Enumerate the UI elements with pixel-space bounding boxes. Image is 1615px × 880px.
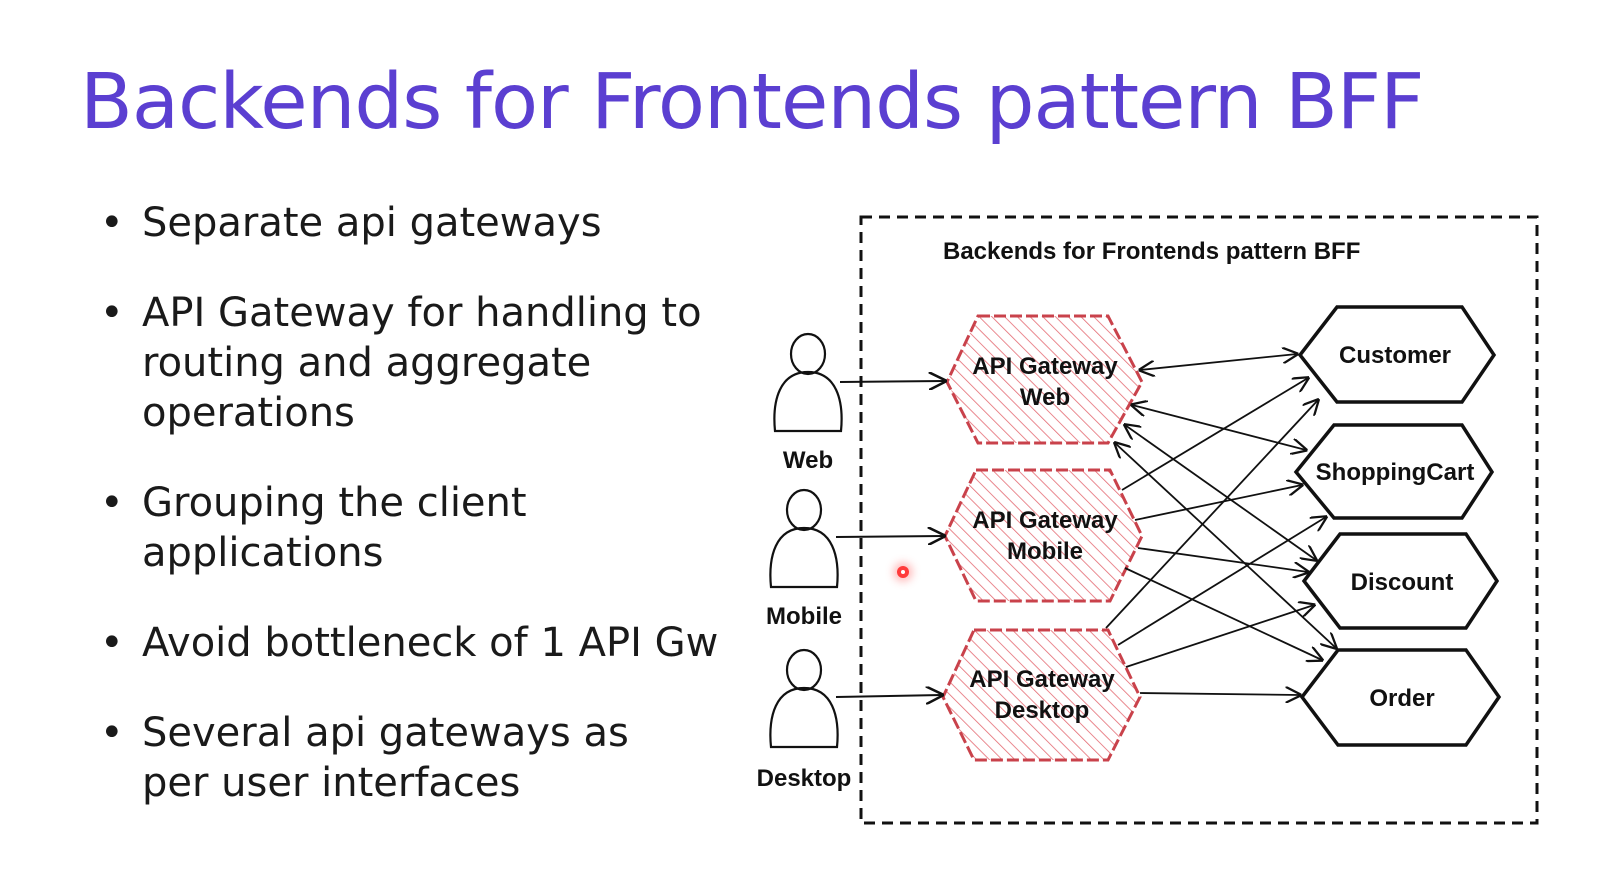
diagram-title: Backends for Frontends pattern BFF <box>943 238 1360 265</box>
user-icon-web <box>773 332 843 433</box>
svg-text:API Gateway: API Gateway <box>969 666 1115 693</box>
bullet-item: Several api gateways as per user interfa… <box>100 708 702 808</box>
client-label-mobile: Mobile <box>766 603 842 630</box>
bullet-item: Grouping the client applications <box>100 478 780 578</box>
svg-text:Web: Web <box>1020 384 1070 411</box>
gateway-desktop: API Gateway Desktop <box>941 628 1142 762</box>
client-label-desktop: Desktop <box>757 765 852 792</box>
service-order: Order <box>1299 648 1502 747</box>
svg-text:Discount: Discount <box>1351 569 1454 596</box>
service-discount: Discount <box>1301 532 1500 630</box>
gateway-service-arrows <box>1105 354 1336 695</box>
user-icon-mobile <box>769 488 839 589</box>
bullet-item: Separate api gateways <box>100 198 780 248</box>
user-icon-desktop <box>769 648 839 749</box>
gateway-mobile: API Gateway Mobile <box>943 468 1144 603</box>
bullet-list: Separate api gateways API Gateway for ha… <box>100 198 780 808</box>
gateway-web: API Gateway Web <box>945 314 1144 445</box>
service-shoppingcart: ShoppingCart <box>1293 423 1495 520</box>
svg-text:Mobile: Mobile <box>1007 538 1083 565</box>
svg-text:Order: Order <box>1369 685 1434 712</box>
pointer-cursor-icon <box>897 566 909 578</box>
bullet-item: API Gateway for handling to routing and … <box>100 288 702 438</box>
svg-text:Customer: Customer <box>1339 342 1451 369</box>
svg-text:API Gateway: API Gateway <box>972 353 1118 380</box>
svg-text:Desktop: Desktop <box>995 697 1090 724</box>
client-arrows <box>835 381 945 697</box>
slide-title: Backends for Frontends pattern BFF <box>80 58 1424 147</box>
client-label-web: Web <box>783 447 833 474</box>
svg-text:ShoppingCart: ShoppingCart <box>1316 459 1475 486</box>
diagram-frame <box>859 215 1539 825</box>
service-customer: Customer <box>1297 305 1497 404</box>
svg-text:API Gateway: API Gateway <box>972 507 1118 534</box>
bullet-item: Avoid bottleneck of 1 API Gw <box>100 618 780 668</box>
